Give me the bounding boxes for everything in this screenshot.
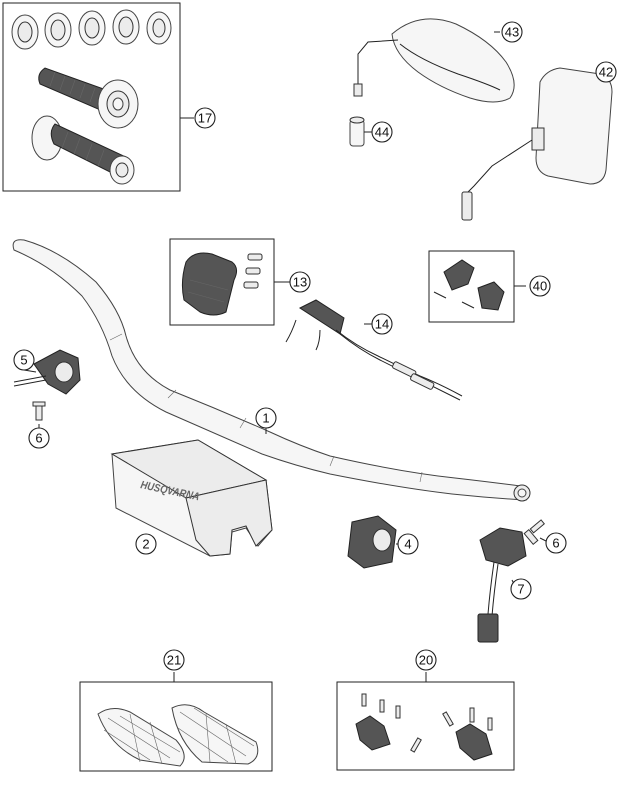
svg-text:6: 6 (552, 536, 559, 551)
callout-44: 44 (371, 121, 393, 143)
left-clamp (13, 349, 81, 395)
grip-set-group (2, 2, 194, 192)
callout-14: 14 (371, 313, 393, 335)
svg-text:1: 1 (262, 411, 269, 426)
throttle-cam (44, 12, 72, 48)
mirror-adapter (349, 116, 365, 147)
callout-13: 13 (289, 271, 311, 293)
svg-text:13: 13 (293, 275, 307, 290)
clamp-set-box-frame (428, 250, 515, 323)
svg-text:14: 14 (375, 317, 389, 332)
svg-text:4: 4 (404, 537, 411, 552)
svg-text:42: 42 (599, 65, 613, 80)
grip-box-frame (2, 2, 181, 192)
callout-labels: 1 2 4 5 6 6 7 13 14 17 20 21 40 42 43 44 (13, 21, 617, 671)
mirror-left (353, 18, 515, 103)
screw-right (523, 519, 545, 545)
screw-left (32, 401, 46, 421)
callout-40: 40 (529, 275, 551, 297)
throttle-housing-group (169, 238, 290, 326)
hand-guard-box-frame (79, 681, 273, 772)
callout-4: 4 (397, 533, 419, 555)
svg-text:20: 20 (419, 653, 433, 668)
svg-text:40: 40 (533, 279, 547, 294)
throttle-cam-row (11, 9, 172, 50)
svg-text:2: 2 (142, 537, 149, 552)
svg-text:17: 17 (198, 111, 212, 126)
throttle-cam (146, 11, 172, 45)
callout-20: 20 (415, 649, 437, 671)
callout-1: 1 (255, 407, 277, 429)
callout-7: 7 (510, 578, 532, 600)
callout-17: 17 (194, 107, 216, 129)
svg-text:6: 6 (35, 431, 42, 446)
clutch-side-grip (31, 115, 135, 185)
mirror-right (461, 67, 613, 221)
clamp-set-group (428, 250, 526, 323)
svg-text:7: 7 (517, 582, 524, 597)
throttle-cables (285, 299, 463, 401)
callout-21: 21 (163, 649, 185, 671)
handlebar (12, 239, 531, 502)
callout-5: 5 (13, 349, 35, 371)
left-switch (347, 515, 397, 569)
throttle-cam (112, 9, 140, 45)
callout-43: 43 (501, 21, 523, 43)
svg-text:21: 21 (167, 653, 181, 668)
callout-6-left: 6 (28, 427, 50, 449)
throttle-cam (78, 10, 106, 46)
throttle-grip (38, 67, 139, 129)
callout-2: 2 (135, 533, 157, 555)
hand-guard-group (79, 672, 273, 772)
throttle-cam (11, 14, 39, 50)
callout-42: 42 (595, 61, 617, 83)
right-switch (477, 527, 527, 643)
svg-text:43: 43 (505, 25, 519, 40)
svg-text:5: 5 (20, 353, 27, 368)
svg-text:44: 44 (375, 125, 389, 140)
mounting-kit-group (336, 672, 515, 771)
bar-pad: HUSQVARNA (110, 439, 273, 557)
callout-6-right: 6 (545, 532, 567, 554)
